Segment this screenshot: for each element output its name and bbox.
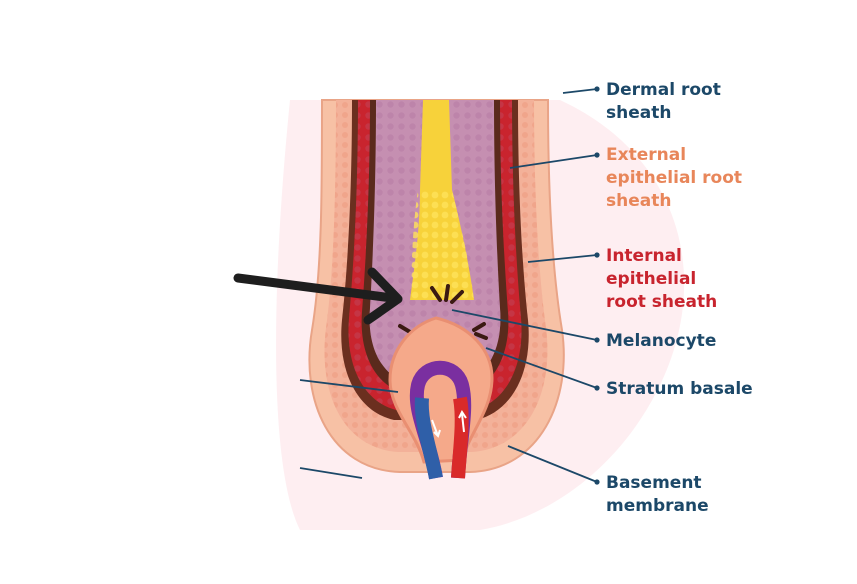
blood-vessel-icon [409, 360, 472, 480]
leader-lines [299, 88, 598, 483]
label-stratum-basale: Stratum basale [606, 379, 753, 399]
black-arrow-icon [233, 267, 403, 325]
label-dermal-root-sheath: Dermal root sheath [606, 80, 721, 123]
label-external-epithelial-root-sheath: External epithelial root sheath [606, 145, 743, 211]
label-melanocyte: Melanocyte [606, 331, 717, 351]
hair-shaft-texture [410, 190, 474, 300]
leader-dots [594, 86, 600, 485]
label-internal-epithelial-root-sheath: Internal epithelial root sheath [606, 246, 718, 312]
label-basement-membrane: Basement membrane [606, 473, 709, 516]
